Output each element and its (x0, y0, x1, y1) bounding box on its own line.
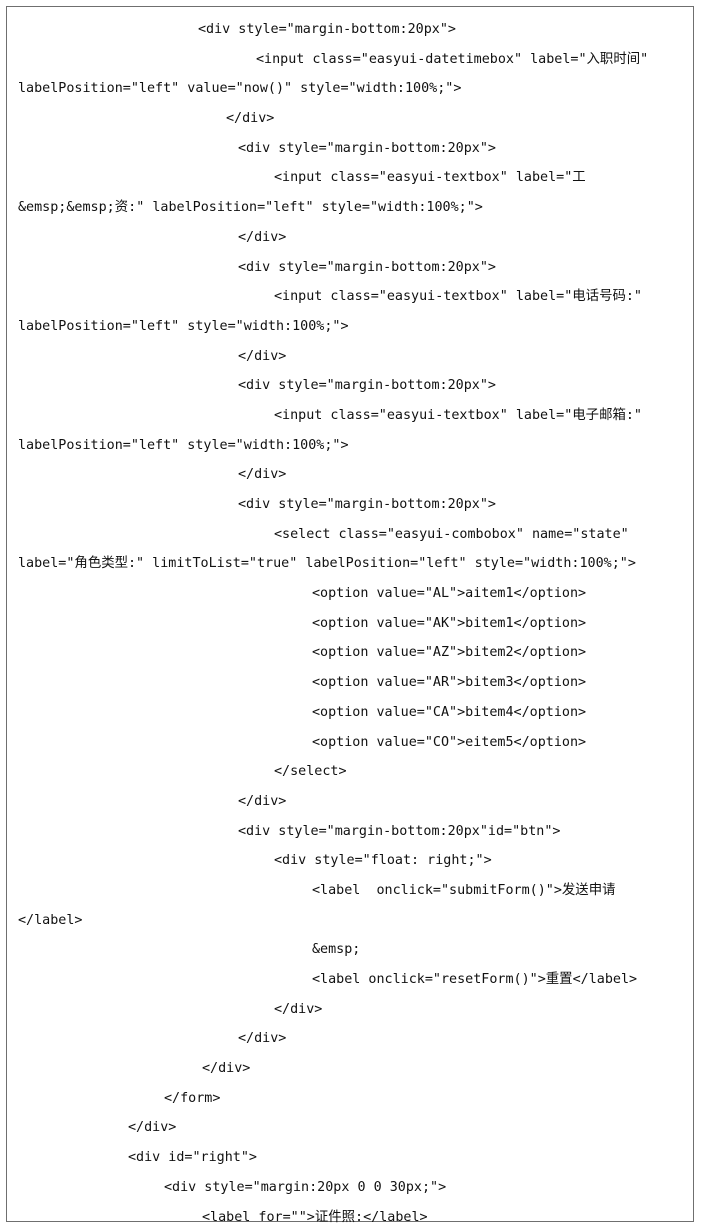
code-line: </label> (18, 906, 687, 936)
code-line: </div> (18, 460, 687, 490)
code-line: </div> (18, 995, 687, 1025)
code-line: <div style="float: right;"> (18, 846, 687, 876)
code-line: <option value="AR">bitem3</option> (18, 668, 687, 698)
code-line: <div style="margin:20px 0 0 30px;"> (18, 1173, 687, 1203)
code-line: <select class="easyui-combobox" name="st… (18, 520, 687, 550)
code-line: <label onclick="submitForm()">发送申请 (18, 876, 687, 906)
code-line: <div style="margin-bottom:20px"> (18, 15, 687, 45)
code-line: </div> (18, 223, 687, 253)
code-line: </div> (18, 342, 687, 372)
code-line: <div style="margin-bottom:20px"> (18, 253, 687, 283)
code-line: labelPosition="left" value="now()" style… (18, 74, 687, 104)
code-line: </div> (18, 104, 687, 134)
code-line: labelPosition="left" style="width:100%;"… (18, 431, 687, 461)
code-line: <input class="easyui-datetimebox" label=… (18, 45, 687, 75)
code-line: <option value="AL">aitem1</option> (18, 579, 687, 609)
code-line: <div style="margin-bottom:20px"> (18, 490, 687, 520)
code-line: &emsp;&emsp;资:" labelPosition="left" sty… (18, 193, 687, 223)
code-line: </div> (18, 1113, 687, 1143)
code-line: <label for="">证件照:</label> (18, 1203, 687, 1232)
code-line: </form> (18, 1084, 687, 1114)
code-line: </div> (18, 787, 687, 817)
code-line: <option value="AK">bitem1</option> (18, 609, 687, 639)
code-snippet-frame: <div style="margin-bottom:20px"><input c… (6, 6, 694, 1222)
code-line: <input class="easyui-textbox" label="工 (18, 163, 687, 193)
code-line: label="角色类型:" limitToList="true" labelPo… (18, 549, 687, 579)
code-line: </div> (18, 1024, 687, 1054)
code-line: labelPosition="left" style="width:100%;"… (18, 312, 687, 342)
code-line: <div style="margin-bottom:20px"id="btn"> (18, 817, 687, 847)
code-line: <option value="CA">bitem4</option> (18, 698, 687, 728)
code-line: <input class="easyui-textbox" label="电子邮… (18, 401, 687, 431)
code-line: <option value="AZ">bitem2</option> (18, 638, 687, 668)
code-line: <div style="margin-bottom:20px"> (18, 371, 687, 401)
code-line: <div style="margin-bottom:20px"> (18, 134, 687, 164)
code-line: </div> (18, 1054, 687, 1084)
code-block: <div style="margin-bottom:20px"><input c… (18, 15, 687, 1232)
code-line: </select> (18, 757, 687, 787)
code-line: <input class="easyui-textbox" label="电话号… (18, 282, 687, 312)
code-line: <label onclick="resetForm()">重置</label> (18, 965, 687, 995)
code-line: &emsp; (18, 935, 687, 965)
code-line: <option value="CO">eitem5</option> (18, 728, 687, 758)
code-line: <div id="right"> (18, 1143, 687, 1173)
